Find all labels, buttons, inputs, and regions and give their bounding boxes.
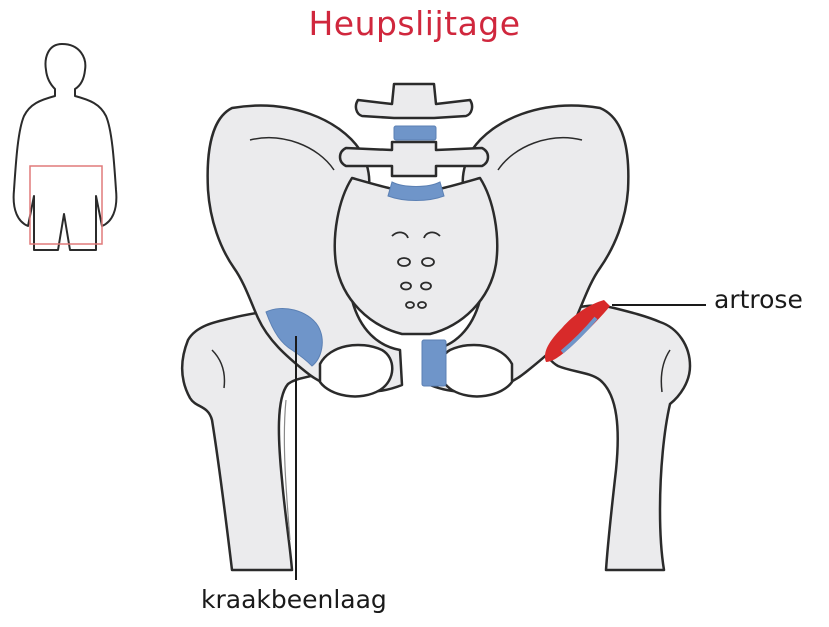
pubic-symphysis bbox=[422, 340, 446, 386]
cartilage-label: kraakbeenlaag bbox=[201, 585, 387, 614]
sacrum bbox=[335, 178, 497, 334]
intervertebral-disc-upper bbox=[394, 126, 436, 140]
body-silhouette-icon bbox=[14, 44, 117, 250]
intervertebral-disc-lower bbox=[388, 182, 444, 201]
artrose-label: artrose bbox=[714, 285, 803, 314]
